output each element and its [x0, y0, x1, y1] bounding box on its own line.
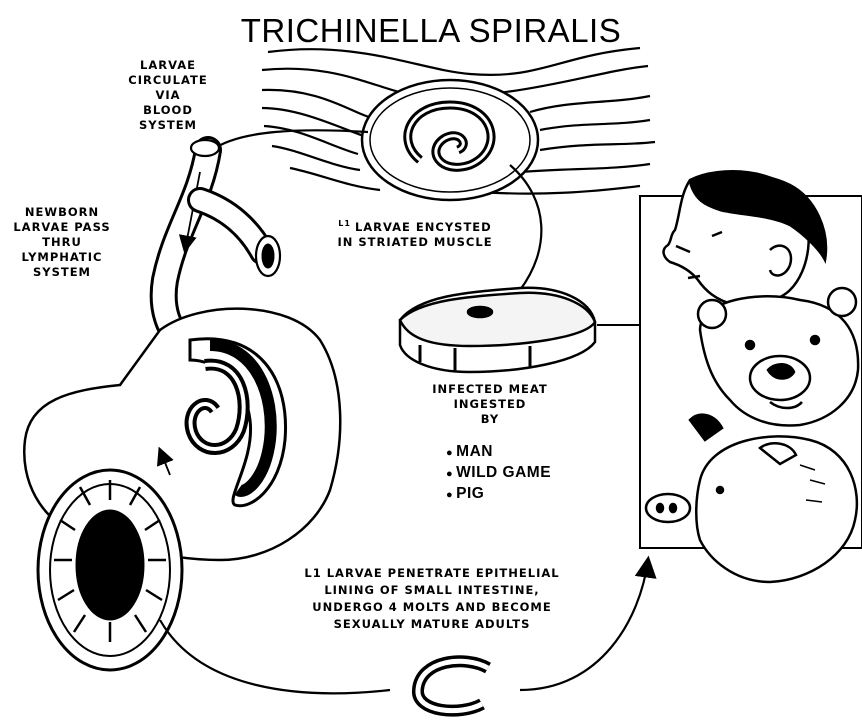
label-line: SYSTEM: [108, 118, 228, 133]
label-line: LARVAE ENCYSTED: [355, 220, 492, 234]
bullet-icon: ●: [446, 447, 453, 459]
intestine-cross-section: [38, 470, 182, 670]
label-line: INFECTED MEAT: [405, 382, 575, 397]
host-item: ●WILD GAME: [446, 463, 551, 484]
label-line: VIA: [108, 88, 228, 103]
infected-meat-icon: [400, 288, 595, 372]
label-line: SEXUALLY MATURE ADULTS: [252, 616, 612, 633]
bear-head-icon: [698, 288, 858, 426]
label-line: CIRCULATE: [108, 73, 228, 88]
label-infected-meat: INFECTED MEAT INGESTED BY: [405, 382, 575, 427]
stage-label: L1: [338, 219, 351, 228]
host-item: ●PIG: [446, 484, 551, 505]
label-line: UNDERGO 4 MOLTS AND BECOME: [252, 599, 612, 616]
host-list: ●MAN ●WILD GAME ●PIG: [446, 442, 551, 505]
label-larvae-circulate: LARVAE CIRCULATE VIA BLOOD SYSTEM: [108, 58, 228, 133]
label-line: BLOOD: [108, 103, 228, 118]
bullet-icon: ●: [446, 468, 453, 480]
lymphatic-vessel-tube: [200, 200, 280, 276]
label-line: LARVAE: [108, 58, 228, 73]
host-name: PIG: [456, 485, 484, 502]
label-newborn-larvae: NEWBORN LARVAE PASS THRU LYMPHATIC SYSTE…: [2, 205, 122, 280]
label-line: SYSTEM: [2, 265, 122, 280]
label-line: NEWBORN: [2, 205, 122, 220]
label-larvae-penetrate: L1 LARVAE PENETRATE EPITHELIAL LINING OF…: [252, 565, 612, 633]
man-head-icon: [664, 171, 826, 305]
label-line: LINING OF SMALL INTESTINE,: [252, 582, 612, 599]
label-larvae-encysted: L1 LARVAE ENCYSTED IN STRIATED MUSCLE: [300, 216, 530, 250]
bullet-icon: ●: [446, 489, 453, 501]
label-line: LARVAE PASS: [2, 220, 122, 235]
host-item: ●MAN: [446, 442, 551, 463]
label-line: IN STRIATED MUSCLE: [300, 235, 530, 250]
label-line: LYMPHATIC: [2, 250, 122, 265]
arrow-blood-to-cyst: [212, 130, 368, 150]
label-line: BY: [405, 412, 575, 427]
label-line: THRU: [2, 235, 122, 250]
host-name: WILD GAME: [456, 464, 551, 481]
host-name: MAN: [456, 443, 493, 460]
pig-icon: [646, 415, 857, 582]
label-line: L1 LARVAE PENETRATE EPITHELIAL: [252, 565, 612, 582]
encysted-larva-cyst: [362, 80, 538, 200]
l1-larva-icon: [418, 661, 488, 710]
page-title: TRICHINELLA SPIRALIS: [0, 12, 862, 50]
label-line: INGESTED: [405, 397, 575, 412]
